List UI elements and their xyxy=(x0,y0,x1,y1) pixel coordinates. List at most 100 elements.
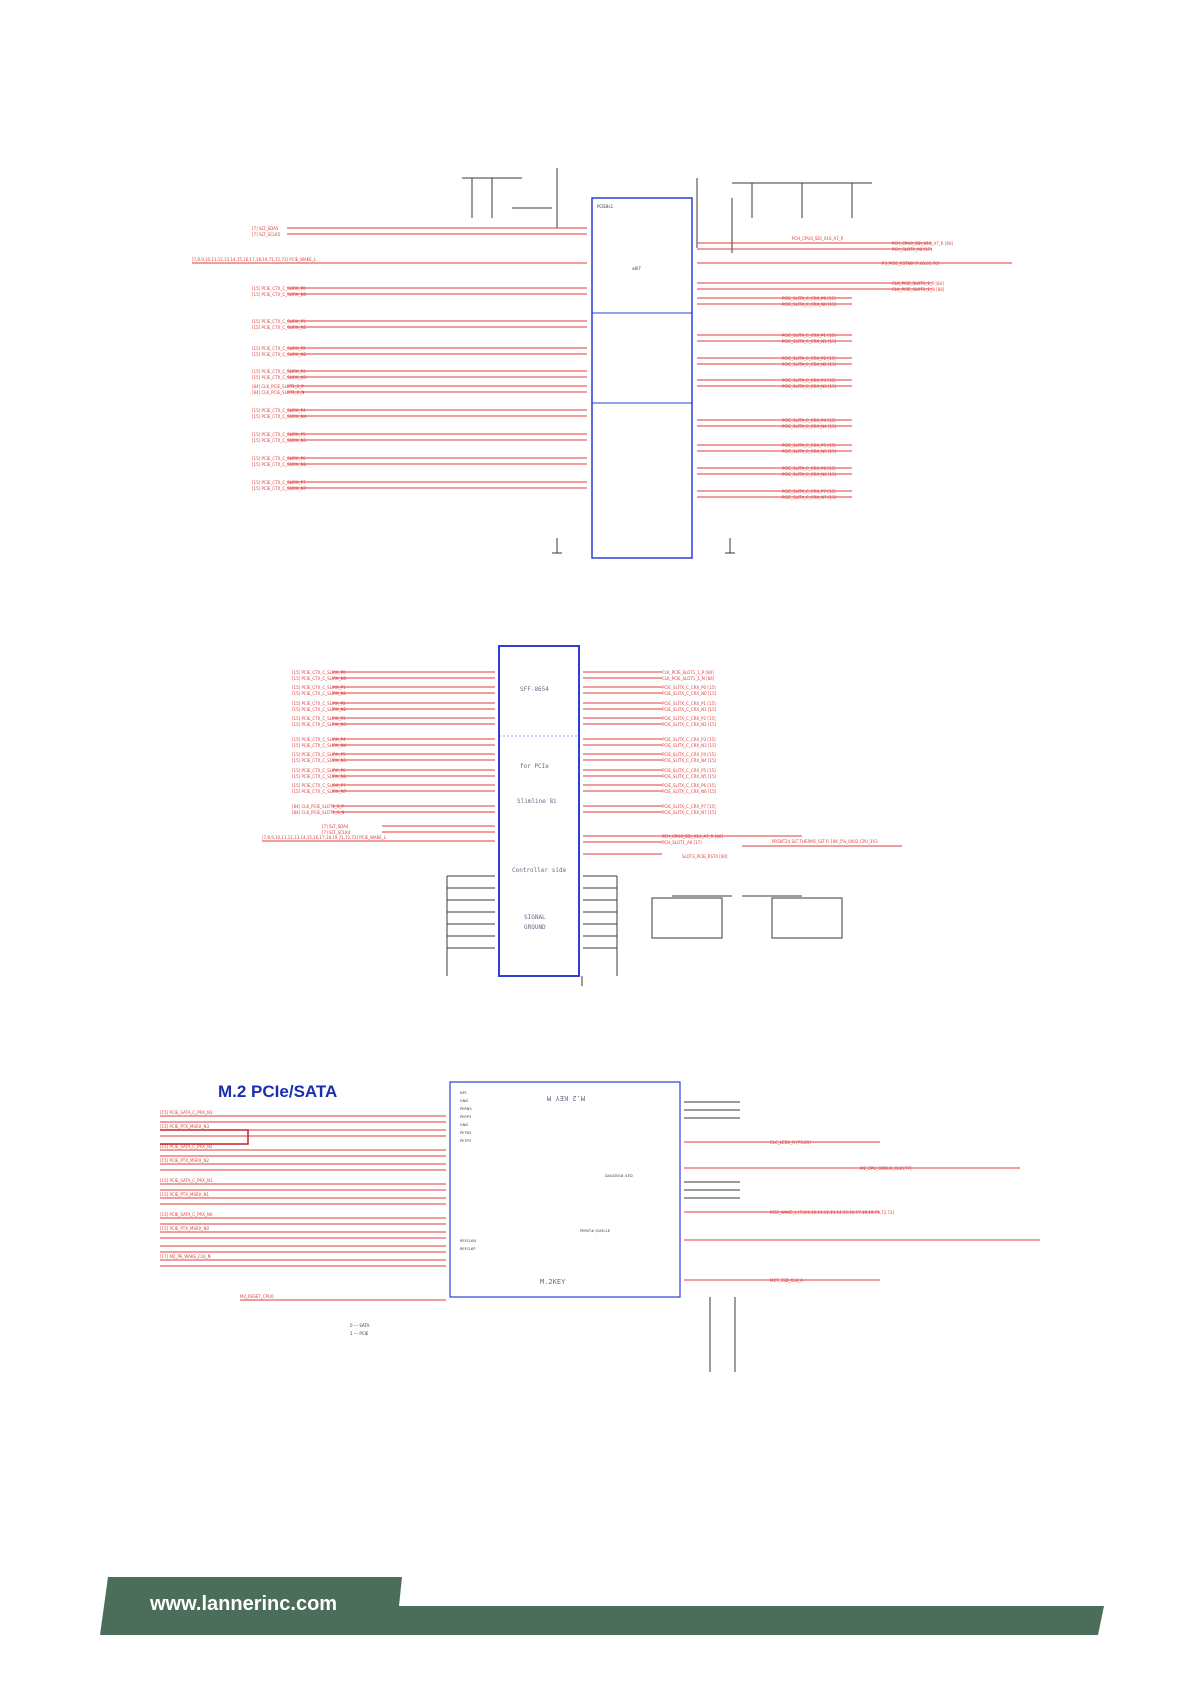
svg-text:[15] PCIE_CTX_C_SLIRX_P2: [15] PCIE_CTX_C_SLIRX_P2 xyxy=(292,701,346,706)
svg-text:[15] PCIE_CTX_C_SLIRX_P7: [15] PCIE_CTX_C_SLIRX_P7 xyxy=(252,480,306,485)
svg-text:PCIE_SLITX_C_CRX_P2 [15]: PCIE_SLITX_C_CRX_P2 [15] xyxy=(662,716,716,721)
svg-text:[15] PCIE_SATA_C_PRX_N0: [15] PCIE_SATA_C_PRX_N0 xyxy=(160,1212,213,1217)
svg-text:PCH_SLOT1_A6 [17]: PCH_SLOT1_A6 [17] xyxy=(892,247,932,252)
svg-text:[15] PCIE_CTX_C_SLIRX_N0: [15] PCIE_CTX_C_SLIRX_N0 xyxy=(252,292,307,297)
svg-text:PCH_CPU0_SDI_X16_A7_R [60]: PCH_CPU0_SDI_X16_A7_R [60] xyxy=(892,241,954,246)
svg-text:CLK_PCIE_SLOT1_1_P [84]: CLK_PCIE_SLOT1_1_P [84] xyxy=(892,281,944,286)
svg-text:PERN3: PERN3 xyxy=(460,1107,472,1111)
svg-text:SFF-8654: SFF-8654 xyxy=(520,686,549,693)
svg-text:[15] PCIE_CTX_C_SLIRX_N2: [15] PCIE_CTX_C_SLIRX_N2 xyxy=(252,352,307,357)
svg-text:GROUND: GROUND xyxy=(524,924,546,931)
svg-text:PCIE_SLITX_C_CRX_N2 [15]: PCIE_SLITX_C_CRX_N2 [15] xyxy=(782,362,837,367)
section-title: M.2 PCIe/SATA xyxy=(218,1082,338,1101)
svg-text:1 --- PCIE: 1 --- PCIE xyxy=(350,1331,369,1336)
svg-text:PCIE_SLITX_C_CRX_P5 [15]: PCIE_SLITX_C_CRX_P5 [15] xyxy=(782,443,836,448)
svg-text:PCIE_SLITX_C_CRX_N1 [15]: PCIE_SLITX_C_CRX_N1 [15] xyxy=(782,339,837,344)
svg-text:PCIE_SLITX_C_CRX_N1 [15]: PCIE_SLITX_C_CRX_N1 [15] xyxy=(662,707,717,712)
svg-text:PERST# /SUSCLK: PERST# /SUSCLK xyxy=(580,1229,611,1233)
svg-text:[15] PCIE_CTX_C_SLIRX_P1: [15] PCIE_CTX_C_SLIRX_P1 xyxy=(252,319,306,324)
schematic-sff-8654-connector: SFF-8654 for PCIe Slimline 8i Controller… xyxy=(262,636,1062,991)
svg-text:[15] PCIE_CTX_C_SLIRX_N7: [15] PCIE_CTX_C_SLIRX_N7 xyxy=(292,789,347,794)
svg-text:[15] PCIE_CTX_C_SLIRX_P6: [15] PCIE_CTX_C_SLIRX_P6 xyxy=(292,768,346,773)
svg-text:[15] PCIE_SATA_C_PRX_N2: [15] PCIE_SATA_C_PRX_N2 xyxy=(160,1144,213,1149)
svg-text:[15] PCIE_CTX_C_SLIRX_P2: [15] PCIE_CTX_C_SLIRX_P2 xyxy=(252,346,306,351)
svg-text:[15] PCIE_CTX_C_SLIRX_P3: [15] PCIE_CTX_C_SLIRX_P3 xyxy=(252,369,306,374)
svg-text:REFCLKN: REFCLKN xyxy=(460,1239,476,1243)
svg-text:PCIE8L1: PCIE8L1 xyxy=(597,204,614,209)
svg-text:PRSNT24 SLT THERM1_SLT R 10: PRSNT24 SLT THERM1_SLT R 10K_5%_0402 CPU… xyxy=(772,839,878,844)
svg-text:GND: GND xyxy=(460,1123,468,1127)
svg-text:[15] PCIE_CTX_C_SLIRX_N4: [15] PCIE_CTX_C_SLIRX_N4 xyxy=(292,743,347,748)
svg-text:Controller side: Controller side xyxy=(512,867,567,874)
svg-text:PCIE_SLITX_C_CRX_P2 [15]: PCIE_SLITX_C_CRX_P2 [15] xyxy=(782,356,836,361)
svg-text:PCIE_SLITX_C_CRX_N4 [15]: PCIE_SLITX_C_CRX_N4 [15] xyxy=(782,424,837,429)
svg-text:PCIE_SLITX_C_CRX_N6 [15]: PCIE_SLITX_C_CRX_N6 [15] xyxy=(662,789,717,794)
website-url[interactable]: www.lannerinc.com xyxy=(150,1593,338,1615)
svg-text:PCIE_SLITX_C_CRX_P0 [15]: PCIE_SLITX_C_CRX_P0 [15] xyxy=(782,296,836,301)
svg-text:PCIE_SLITX_C_CRX_P6 [15]: PCIE_SLITX_C_CRX_P6 [15] xyxy=(782,466,836,471)
svg-text:PCIE_SLITX_C_CRX_N0 [15]: PCIE_SLITX_C_CRX_N0 [15] xyxy=(782,302,837,307)
svg-text:[17] M2_PE_WAKE_CLK_N: [17] M2_PE_WAKE_CLK_N xyxy=(160,1254,211,1259)
svg-text:PCIE_SLITX_C_CRX_P6 [15]: PCIE_SLITX_C_CRX_P6 [15] xyxy=(662,783,716,788)
svg-text:PCIE_WAKE_L [7,8,9,10,11,12,1: PCIE_WAKE_L [7,8,9,10,11,12,13,14,15,16,… xyxy=(770,1210,894,1215)
svg-text:[15] PCIE_CTX_C_SLIRX_P5: [15] PCIE_CTX_C_SLIRX_P5 xyxy=(292,752,346,757)
svg-text:PCH_CPU0_SDI_X16_A7_R [60]: PCH_CPU0_SDI_X16_A7_R [60] xyxy=(662,834,724,839)
svg-text:PCIE_SLITX_C_CRX_P5 [15]: PCIE_SLITX_C_CRX_P5 [15] xyxy=(662,768,716,773)
svg-text:[15] PCIE_CTX_C_SLIRX_N6: [15] PCIE_CTX_C_SLIRX_N6 xyxy=(292,774,347,779)
svg-text:CLK_PCIE_SLOT1_1_P [84]: CLK_PCIE_SLOT1_1_P [84] xyxy=(662,670,714,675)
svg-text:[15] PCIE_CTX_C_SLIRX_P7: [15] PCIE_CTX_C_SLIRX_P7 xyxy=(292,783,346,788)
schematic-pcie-x8-slot: PCIE8L1 x8/7 [7] SLT_SDA5[7] SLT_SCLK5 [… xyxy=(192,158,1070,563)
svg-text:PCIE_SLITX_C_CRX_P1 [15]: PCIE_SLITX_C_CRX_P1 [15] xyxy=(782,333,836,338)
svg-text:[84] CLK_PCIE_SLOT1_2_P: [84] CLK_PCIE_SLOT1_2_P xyxy=(252,384,304,389)
svg-text:[15] PCIE_CTX_C_SLIRX_P6: [15] PCIE_CTX_C_SLIRX_P6 xyxy=(252,456,306,461)
svg-text:PCIE_SLITX_C_CRX_P3 [15]: PCIE_SLITX_C_CRX_P3 [15] xyxy=(662,737,716,742)
svg-text:PCIE_SLITX_C_CRX_N5 [15]: PCIE_SLITX_C_CRX_N5 [15] xyxy=(782,449,837,454)
svg-text:[7] SLT_SCLK4: [7] SLT_SCLK4 xyxy=(322,830,351,835)
svg-text:CLC_LED1_R [75,81]: CLC_LED1_R [75,81] xyxy=(770,1140,811,1145)
svg-text:[7] SLT_SDA4: [7] SLT_SDA4 xyxy=(322,824,349,829)
svg-text:PCIE_SLITX_C_CRX_P0 [15]: PCIE_SLITX_C_CRX_P0 [15] xyxy=(662,685,716,690)
svg-text:[15] PCIE_CTX_C_SLIRX_P5: [15] PCIE_CTX_C_SLIRX_P5 xyxy=(252,432,306,437)
svg-text:PERP3: PERP3 xyxy=(460,1115,471,1119)
svg-text:NP1: NP1 xyxy=(460,1091,467,1095)
svg-text:PCIE_SLITX_C_CRX_P7 [15]: PCIE_SLITX_C_CRX_P7 [15] xyxy=(662,804,716,809)
svg-text:M2_CPU_SMBUS_CLK [77]: M2_CPU_SMBUS_CLK [77] xyxy=(860,1166,912,1171)
svg-text:[15] PCIE_SATA_C_PRX_N1: [15] PCIE_SATA_C_PRX_N1 xyxy=(160,1178,213,1183)
svg-text:PCH_SLOT1_A6 [17]: PCH_SLOT1_A6 [17] xyxy=(662,840,702,845)
svg-text:[15] PCIE_PTX_MSRX_N1: [15] PCIE_PTX_MSRX_N1 xyxy=(160,1192,209,1197)
svg-text:[15] PCIE_PTX_MSRX_N3: [15] PCIE_PTX_MSRX_N3 xyxy=(160,1124,209,1129)
svg-text:[15] PCIE_CTX_C_SLIRX_N0: [15] PCIE_CTX_C_SLIRX_N0 xyxy=(292,676,347,681)
svg-text:PCIE_SLITX_C_CRX_N7 [15]: PCIE_SLITX_C_CRX_N7 [15] xyxy=(662,810,717,815)
svg-text:PCIE_SLITX_C_CRX_N3 [15]: PCIE_SLITX_C_CRX_N3 [15] xyxy=(782,384,837,389)
svg-text:[15] PCIE_CTX_C_SLIRX_P3: [15] PCIE_CTX_C_SLIRX_P3 xyxy=(292,716,346,721)
svg-text:[15] PCIE_CTX_C_SLIRX_N2: [15] PCIE_CTX_C_SLIRX_N2 xyxy=(292,707,347,712)
svg-text:[15] PCIE_CTX_C_SLIRX_P0: [15] PCIE_CTX_C_SLIRX_P0 xyxy=(292,670,346,675)
svg-text:[84] CLK_PCIE_SLOT1_2_N: [84] CLK_PCIE_SLOT1_2_N xyxy=(252,390,304,395)
svg-text:[15] PCIE_CTX_C_SLIRX_N3: [15] PCIE_CTX_C_SLIRX_N3 xyxy=(252,375,307,380)
svg-text:[15] PCIE_CTX_C_SLIRX_N4: [15] PCIE_CTX_C_SLIRX_N4 xyxy=(252,414,307,419)
svg-text:M.2KEY: M.2KEY xyxy=(540,1278,566,1286)
svg-text:REFCLKP: REFCLKP xyxy=(460,1247,475,1251)
svg-text:PCIE_SLITX_C_CRX_N0 [15]: PCIE_SLITX_C_CRX_N0 [15] xyxy=(662,691,717,696)
svg-text:[7] SLT_SDA5: [7] SLT_SDA5 xyxy=(252,226,279,231)
svg-text:PCIE_SLITX_C_CRX_P4 [15]: PCIE_SLITX_C_CRX_P4 [15] xyxy=(782,418,836,423)
svg-text:PETN3: PETN3 xyxy=(460,1131,471,1135)
svg-text:0 --- SATA: 0 --- SATA xyxy=(350,1323,370,1328)
svg-text:[7] SLT_SCLK5: [7] SLT_SCLK5 xyxy=(252,232,281,237)
svg-text:PCIE_SLITX_C_CRX_P3 [15]: PCIE_SLITX_C_CRX_P3 [15] xyxy=(782,378,836,383)
svg-text:Slimline 8i: Slimline 8i xyxy=(517,798,557,805)
svg-text:[15] PCIE_CTX_C_SLIRX_N7: [15] PCIE_CTX_C_SLIRX_N7 xyxy=(252,486,307,491)
svg-text:[15] PCIE_PTX_MSRX_N0: [15] PCIE_PTX_MSRX_N0 xyxy=(160,1226,209,1231)
svg-text:PCIE_SLITX_C_CRX_P1 [15]: PCIE_SLITX_C_CRX_P1 [15] xyxy=(662,701,716,706)
svg-text:PCIE_SLITX_C_CRX_N5 [15]: PCIE_SLITX_C_CRX_N5 [15] xyxy=(662,774,717,779)
svg-text:PCIE_SLITX_C_CRX_N2 [15]: PCIE_SLITX_C_CRX_N2 [15] xyxy=(662,722,717,727)
svg-text:GND: GND xyxy=(460,1099,468,1103)
svg-text:[15] PCIE_CTX_C_SLIRX_N3: [15] PCIE_CTX_C_SLIRX_N3 xyxy=(292,722,347,727)
svg-text:x8/7: x8/7 xyxy=(632,266,641,271)
svg-text:PCH_CPU0_SDI_X16_A7_R: PCH_CPU0_SDI_X16_A7_R xyxy=(792,236,844,241)
svg-text:[84] CLK_PCIE_SLOT1_3_N: [84] CLK_PCIE_SLOT1_3_N xyxy=(292,810,344,815)
svg-text:PCIE_SLITX_C_CRX_P4 [15]: PCIE_SLITX_C_CRX_P4 [15] xyxy=(662,752,716,757)
svg-text:M2T_SSD_CLK_A: M2T_SSD_CLK_A xyxy=(770,1278,803,1283)
svg-text:P3_PCIE_RSTN8 [7,60,65,76]: P3_PCIE_RSTN8 [7,60,65,76] xyxy=(882,261,940,266)
